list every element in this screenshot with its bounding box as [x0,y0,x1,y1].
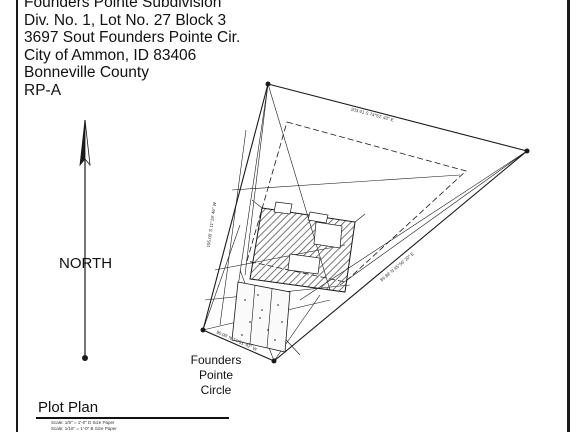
street-address: 3697 Sout Founders Pointe Cir. [24,29,241,46]
north-arrow-icon [79,119,91,361]
scale-notes: Scale: 1/8" = 1'-0" D Size Paper Scale: … [51,420,117,431]
setback-line [246,121,467,283]
right-border [567,0,570,432]
title-underline [36,417,229,419]
subdivision-name: Founders Pointe Subdivision [24,0,222,11]
north-label: NORTH [59,255,113,272]
street-name-line-1: Founders [190,353,242,367]
left-boundary-dimension: 195.00' S 11°19' 46" W [206,201,217,248]
street-name-line-2: Pointe [198,368,234,382]
city-state-zip: City of Ammon, ID 83406 [24,46,197,64]
scale-note-d-size: Scale: 1/8" = 1'-0" D Size Paper [51,420,115,425]
plot-plan-title: Plot Plan [38,399,99,416]
property-info: Founders Pointe Subdivision Div. No. 1, … [24,0,240,99]
lot-block: Div. No. 1, Lot No. 27 Block 3 [24,11,227,29]
street-name-line-3: Circle [200,383,232,397]
street-name: Founders Pointe Circle [186,353,246,398]
scale-note-b-size: Scale: 1/16" = 1'-0" B Size Paper [51,425,117,431]
driveway [231,281,291,353]
county: Bonneville County [24,64,149,81]
zoning: RP-A [24,81,62,99]
house-footprint [249,199,366,293]
left-border [16,0,18,432]
right-boundary-dimension: 89.88' N 45°56' 20" E [379,251,415,282]
